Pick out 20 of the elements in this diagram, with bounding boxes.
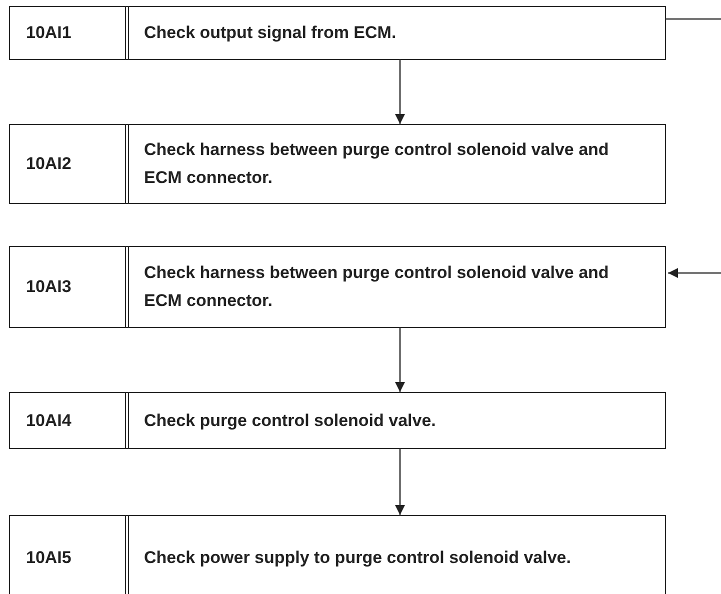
step-description: Check output signal from ECM. bbox=[144, 22, 396, 44]
step-code: 10AI1 bbox=[26, 23, 72, 43]
step-box bbox=[9, 6, 666, 60]
step-code: 10AI4 bbox=[26, 410, 72, 430]
arrow bbox=[395, 328, 405, 392]
step-description: Check power supply to purge control solenoid valve. bbox=[144, 547, 571, 569]
step-code: 10AI2 bbox=[26, 154, 72, 174]
step-box bbox=[9, 392, 666, 449]
step-code: 10AI5 bbox=[26, 548, 72, 568]
step-box bbox=[9, 246, 666, 328]
arrow bbox=[668, 268, 721, 278]
step-description: Check harness between purge control solenoid valve and ECM connector. bbox=[144, 262, 610, 312]
step-box bbox=[9, 124, 666, 204]
step-description: Check purge control solenoid valve. bbox=[144, 410, 436, 432]
step-description: Check harness between purge control solenoid valve and ECM connector. bbox=[144, 139, 610, 189]
connector-line bbox=[666, 18, 721, 20]
arrow bbox=[395, 449, 405, 515]
step-box bbox=[9, 515, 666, 594]
arrow bbox=[395, 60, 405, 124]
step-code: 10AI3 bbox=[26, 277, 72, 297]
